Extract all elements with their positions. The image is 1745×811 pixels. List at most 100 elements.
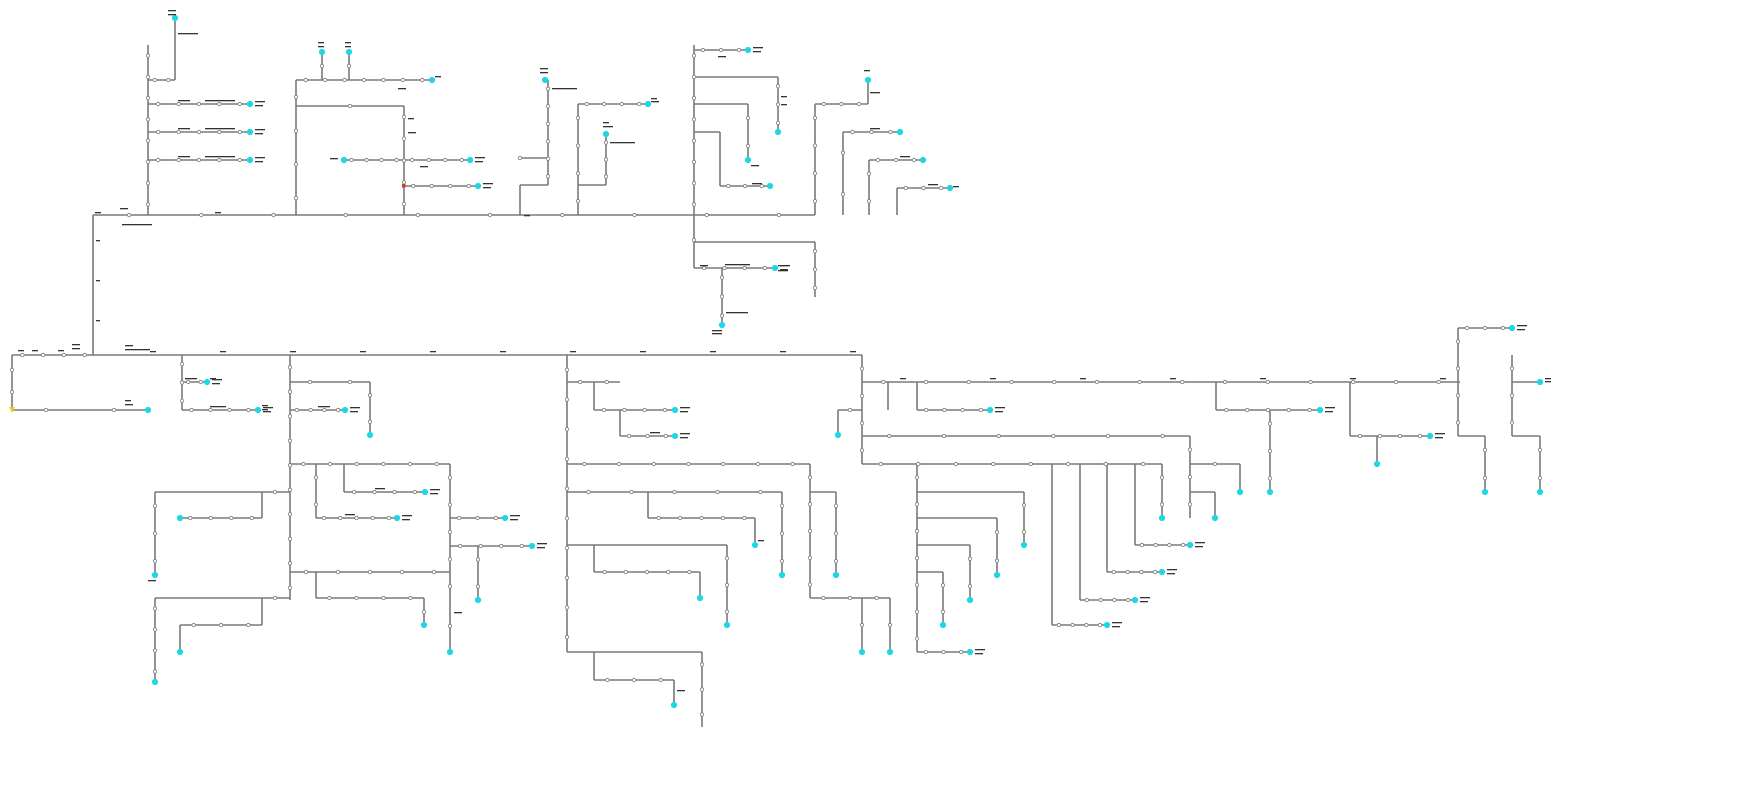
bus-label-mark (178, 128, 190, 130)
bus-label-mark (570, 351, 576, 353)
bus-node-icon (722, 265, 727, 271)
bus-node-icon (448, 183, 453, 189)
load-point-icon (771, 264, 779, 272)
bus-node-icon (381, 595, 386, 601)
bus-label-mark (928, 184, 938, 186)
bus-node-icon (401, 202, 407, 207)
bus-node-icon (775, 102, 781, 107)
bus-label-mark (953, 186, 959, 188)
bus-node-icon (1051, 433, 1056, 439)
bus-node-icon (742, 265, 747, 271)
bus-label-mark (330, 158, 338, 160)
load-point-icon (966, 596, 974, 604)
bus-node-icon (352, 489, 357, 495)
bus-node-icon (287, 389, 293, 394)
bus-label-mark (752, 183, 762, 185)
bus-node-icon (847, 595, 853, 601)
bus-node-icon (199, 212, 204, 218)
bus-node-icon (1509, 393, 1515, 398)
bus-node-icon (434, 461, 439, 467)
bus-label-mark (500, 351, 506, 353)
bus-node-icon (776, 212, 782, 218)
bus-node-icon (691, 202, 697, 207)
load-point-icon (341, 406, 349, 414)
bus-node-icon (651, 461, 656, 467)
bus-node-icon (575, 115, 581, 120)
bus-node-icon (742, 515, 747, 521)
bus-node-icon (517, 155, 523, 161)
load-point-icon (501, 514, 509, 522)
bus-node-icon (1181, 542, 1186, 548)
bus-node-icon (343, 212, 348, 218)
bus-label-mark (900, 156, 910, 158)
bus-node-icon (866, 171, 872, 176)
bus-node-icon (466, 183, 471, 189)
bus-label-mark (483, 183, 493, 185)
bus-label-mark (537, 547, 545, 549)
load-point-icon (723, 621, 731, 629)
bus-label-mark (255, 101, 265, 103)
bus-node-icon (866, 199, 872, 204)
bus-node-icon (779, 503, 785, 508)
load-point-icon (1316, 406, 1324, 414)
bus-node-icon (293, 94, 299, 99)
bus-node-icon (869, 129, 874, 135)
bus-node-icon (1267, 476, 1273, 481)
bus-node-icon (840, 150, 846, 155)
bus-label-mark (780, 351, 786, 353)
load-point-icon (858, 648, 866, 656)
bus-node-icon (145, 138, 151, 143)
bus-node-icon (1537, 475, 1543, 481)
bus-node-icon (1509, 366, 1515, 371)
bus-node-icon (459, 157, 464, 163)
bus-label-mark (712, 330, 722, 332)
bus-node-icon (421, 609, 427, 615)
bus-node-icon (176, 101, 181, 107)
bus-node-icon (807, 528, 813, 534)
bus-label-mark (148, 580, 156, 582)
bus-node-icon (411, 183, 416, 189)
load-point-icon (774, 128, 782, 136)
load-point-icon (1186, 541, 1194, 549)
bus-node-icon (272, 595, 278, 601)
bus-label-mark (995, 411, 1003, 413)
bus-node-icon (152, 648, 158, 653)
bus-label-mark (454, 612, 462, 614)
bus-node-icon (575, 199, 581, 204)
load-point-icon (1481, 488, 1489, 496)
bus-node-icon (833, 503, 839, 508)
bus-node-icon (1455, 393, 1461, 398)
bus-label-mark (1517, 329, 1525, 331)
bus-node-icon (246, 407, 251, 413)
load-point-icon (366, 431, 374, 439)
bus-node-icon (1308, 379, 1313, 385)
bus-node-icon (287, 438, 293, 443)
bus-node-icon (994, 530, 1000, 535)
bus-node-icon (603, 157, 609, 162)
bus-label-mark (975, 649, 985, 651)
bus-labels (18, 10, 1551, 692)
bus-node-icon (724, 556, 730, 561)
load-point-icon (718, 321, 726, 329)
load-point-icon (1020, 541, 1028, 549)
bus-node-icon (1187, 502, 1193, 507)
bus-node-icon (1212, 461, 1218, 467)
bus-node-icon (1159, 502, 1165, 507)
bus-node-icon (426, 157, 431, 163)
bus-label-mark (125, 349, 150, 351)
bus-node-icon (1180, 379, 1185, 385)
bus-node-icon (545, 139, 551, 144)
bus-label-mark (1440, 378, 1446, 380)
bus-node-icon (401, 158, 407, 163)
bus-node-icon (478, 543, 483, 549)
bus-node-icon (545, 104, 551, 109)
bus-node-icon (152, 503, 158, 508)
load-point-icon (203, 378, 211, 386)
bus-label-mark (778, 270, 788, 272)
bus-node-icon (1455, 366, 1461, 371)
bus-node-icon (699, 515, 704, 521)
bus-node-icon (342, 77, 347, 83)
bus-node-icon (967, 584, 973, 589)
bus-node-icon (812, 199, 818, 204)
